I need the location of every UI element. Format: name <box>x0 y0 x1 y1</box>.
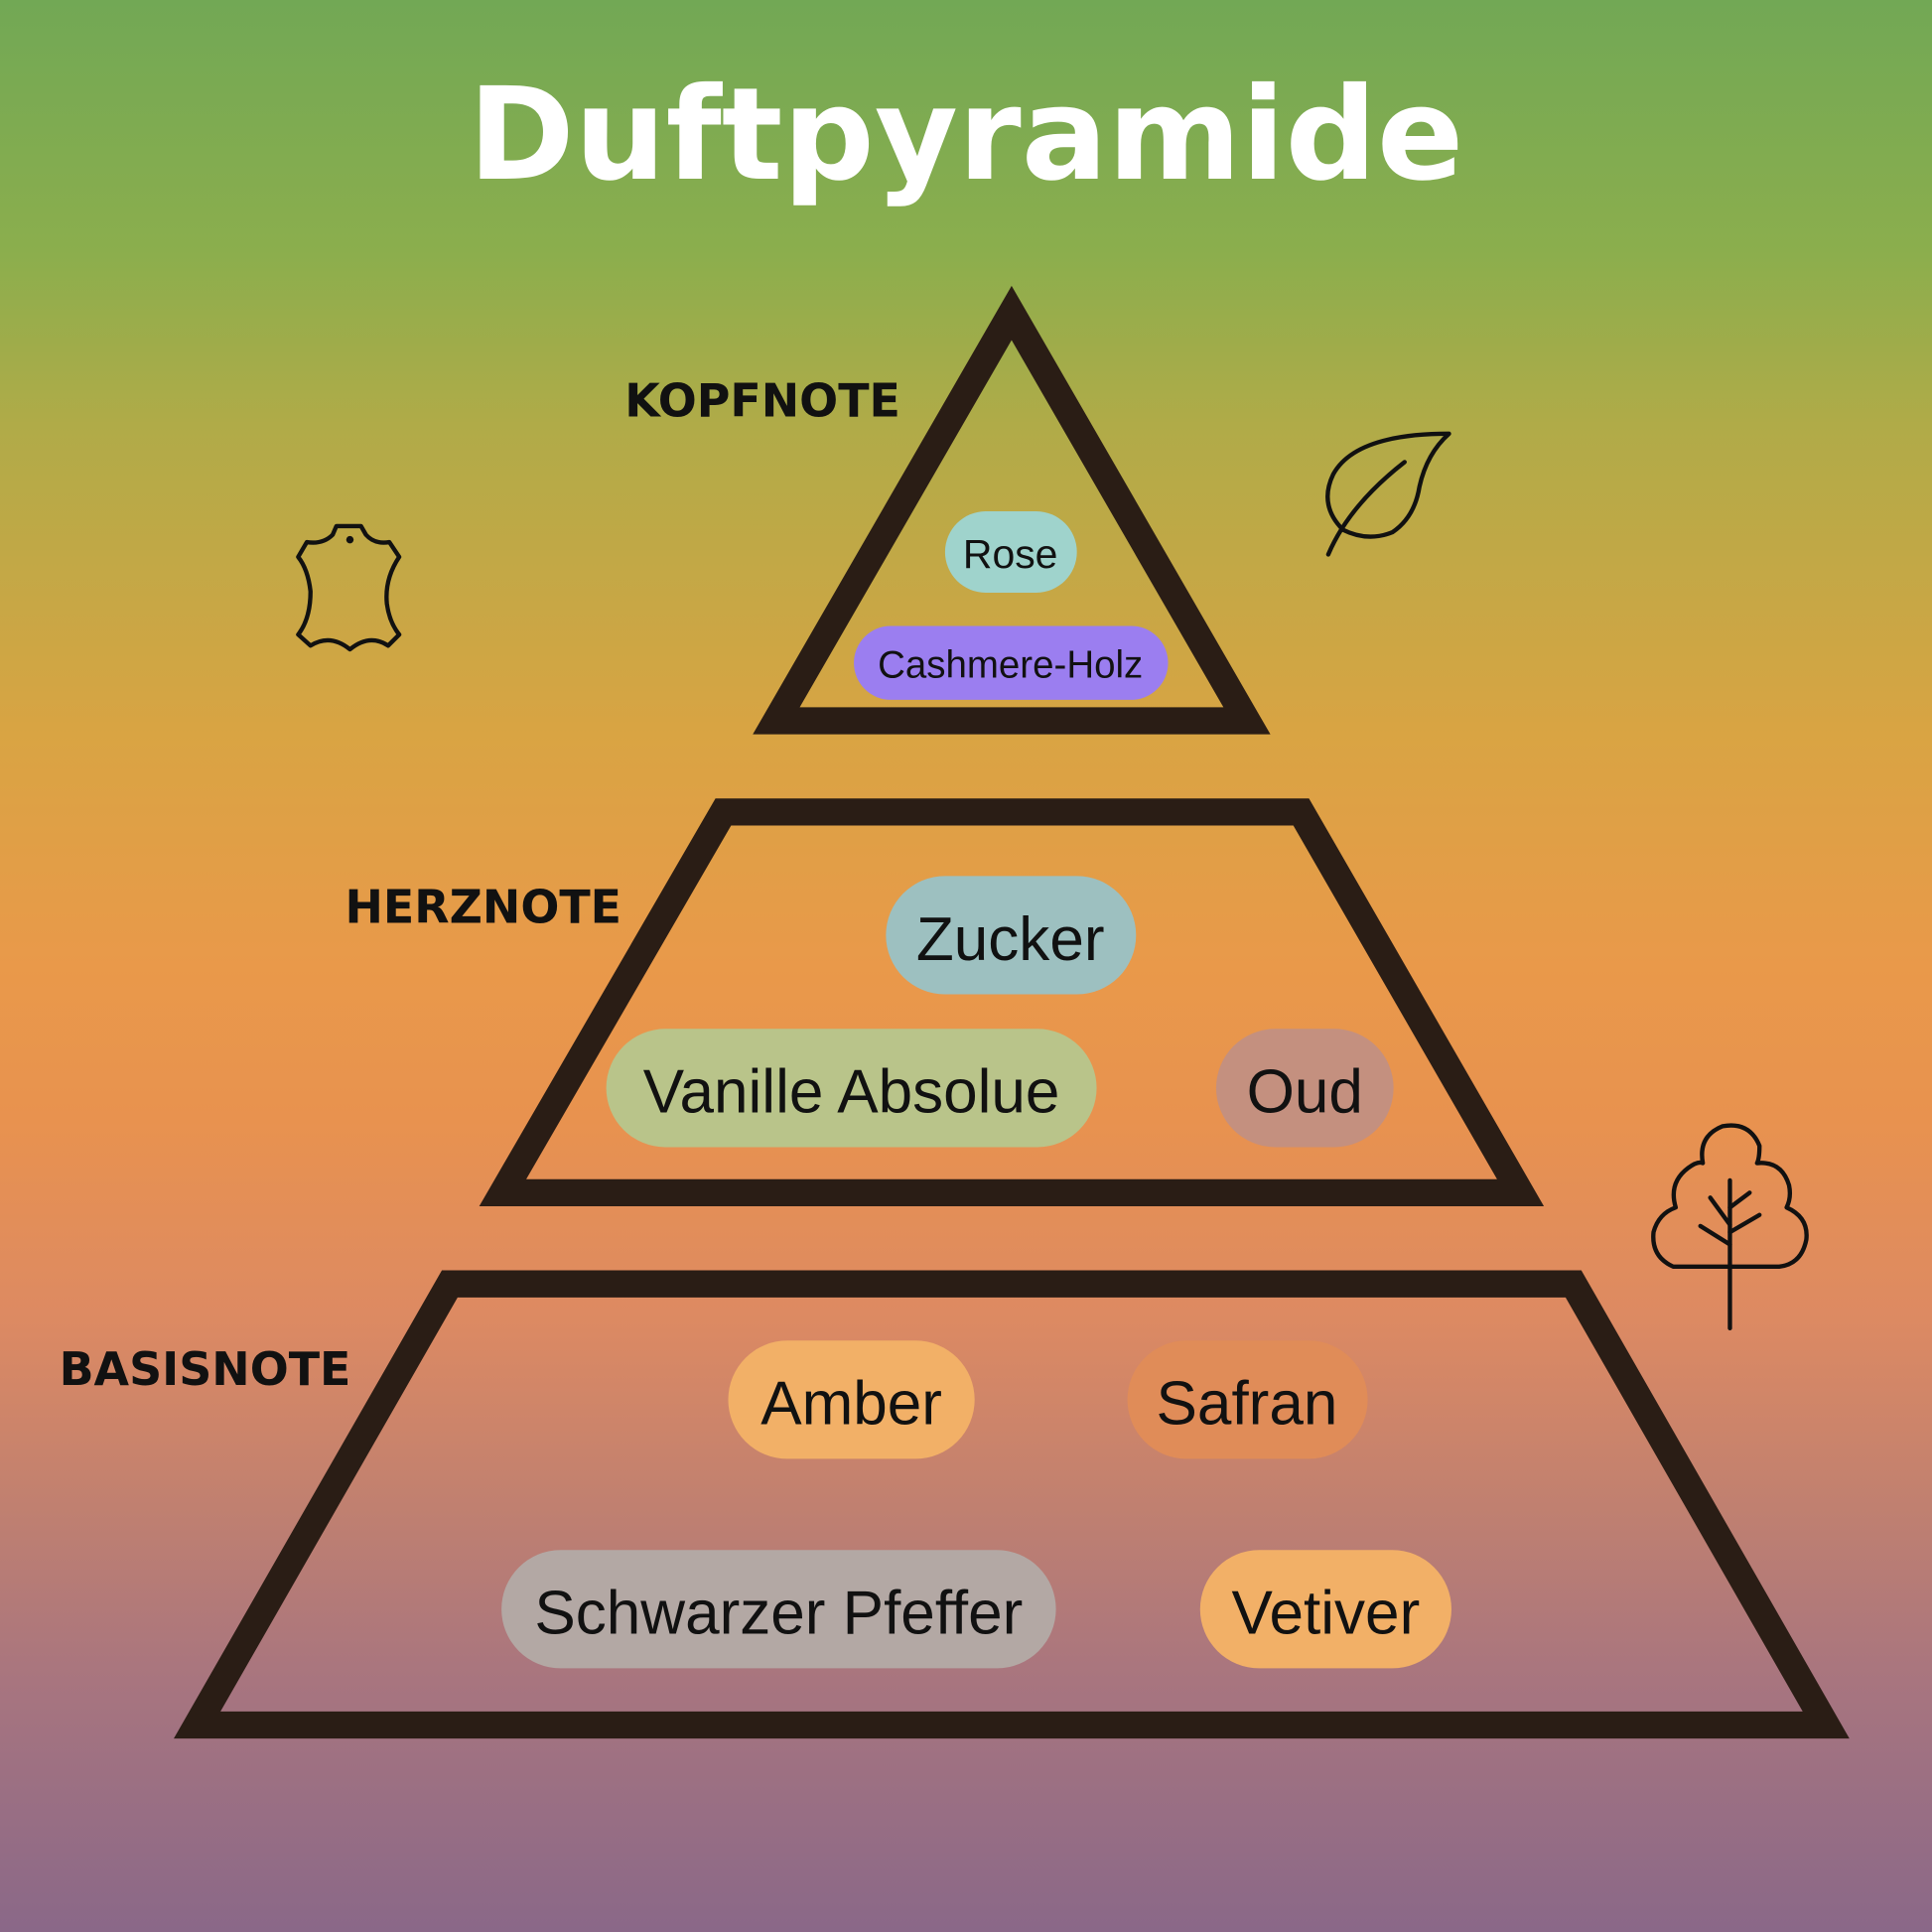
svg-text:Zucker: Zucker <box>916 905 1105 974</box>
note-pill-schwarzer-pfeffer: Schwarzer Pfeffer <box>501 1550 1056 1669</box>
note-pill-vetiver: Vetiver <box>1199 1550 1451 1669</box>
svg-text:Rose: Rose <box>963 531 1058 577</box>
middle-tier-frame <box>479 798 1545 1207</box>
svg-text:Oud: Oud <box>1247 1058 1363 1127</box>
middle-tier-label: HERZNOTE <box>345 881 622 934</box>
note-pill-oud: Oud <box>1215 1029 1394 1148</box>
top-tier-label: KOPFNOTE <box>624 373 900 427</box>
svg-text:Vanille Absolue: Vanille Absolue <box>643 1058 1060 1127</box>
svg-text:Amber: Amber <box>760 1370 942 1439</box>
note-pill-cashmere-holz: Cashmere-Holz <box>854 625 1169 700</box>
top-tier-frame <box>753 285 1271 735</box>
svg-text:Schwarzer Pfeffer: Schwarzer Pfeffer <box>534 1580 1023 1648</box>
tree-icon <box>1651 1123 1809 1331</box>
leaf-icon <box>1325 431 1451 557</box>
svg-text:Cashmere-Holz: Cashmere-Holz <box>878 644 1143 687</box>
leather-icon <box>296 523 402 652</box>
svg-text:Safran: Safran <box>1157 1370 1338 1439</box>
note-pill-vanille-absolue: Vanille Absolue <box>606 1029 1097 1148</box>
base-tier-label: BASISNOTE <box>60 1342 351 1396</box>
base-tier-frame <box>174 1270 1850 1739</box>
note-pill-amber: Amber <box>728 1340 975 1459</box>
page-title: Duftpyramide <box>469 61 1464 209</box>
svg-text:Vetiver: Vetiver <box>1232 1580 1421 1648</box>
note-pill-rose: Rose <box>944 511 1077 593</box>
note-pill-safran: Safran <box>1127 1340 1368 1459</box>
note-pill-zucker: Zucker <box>886 876 1137 995</box>
